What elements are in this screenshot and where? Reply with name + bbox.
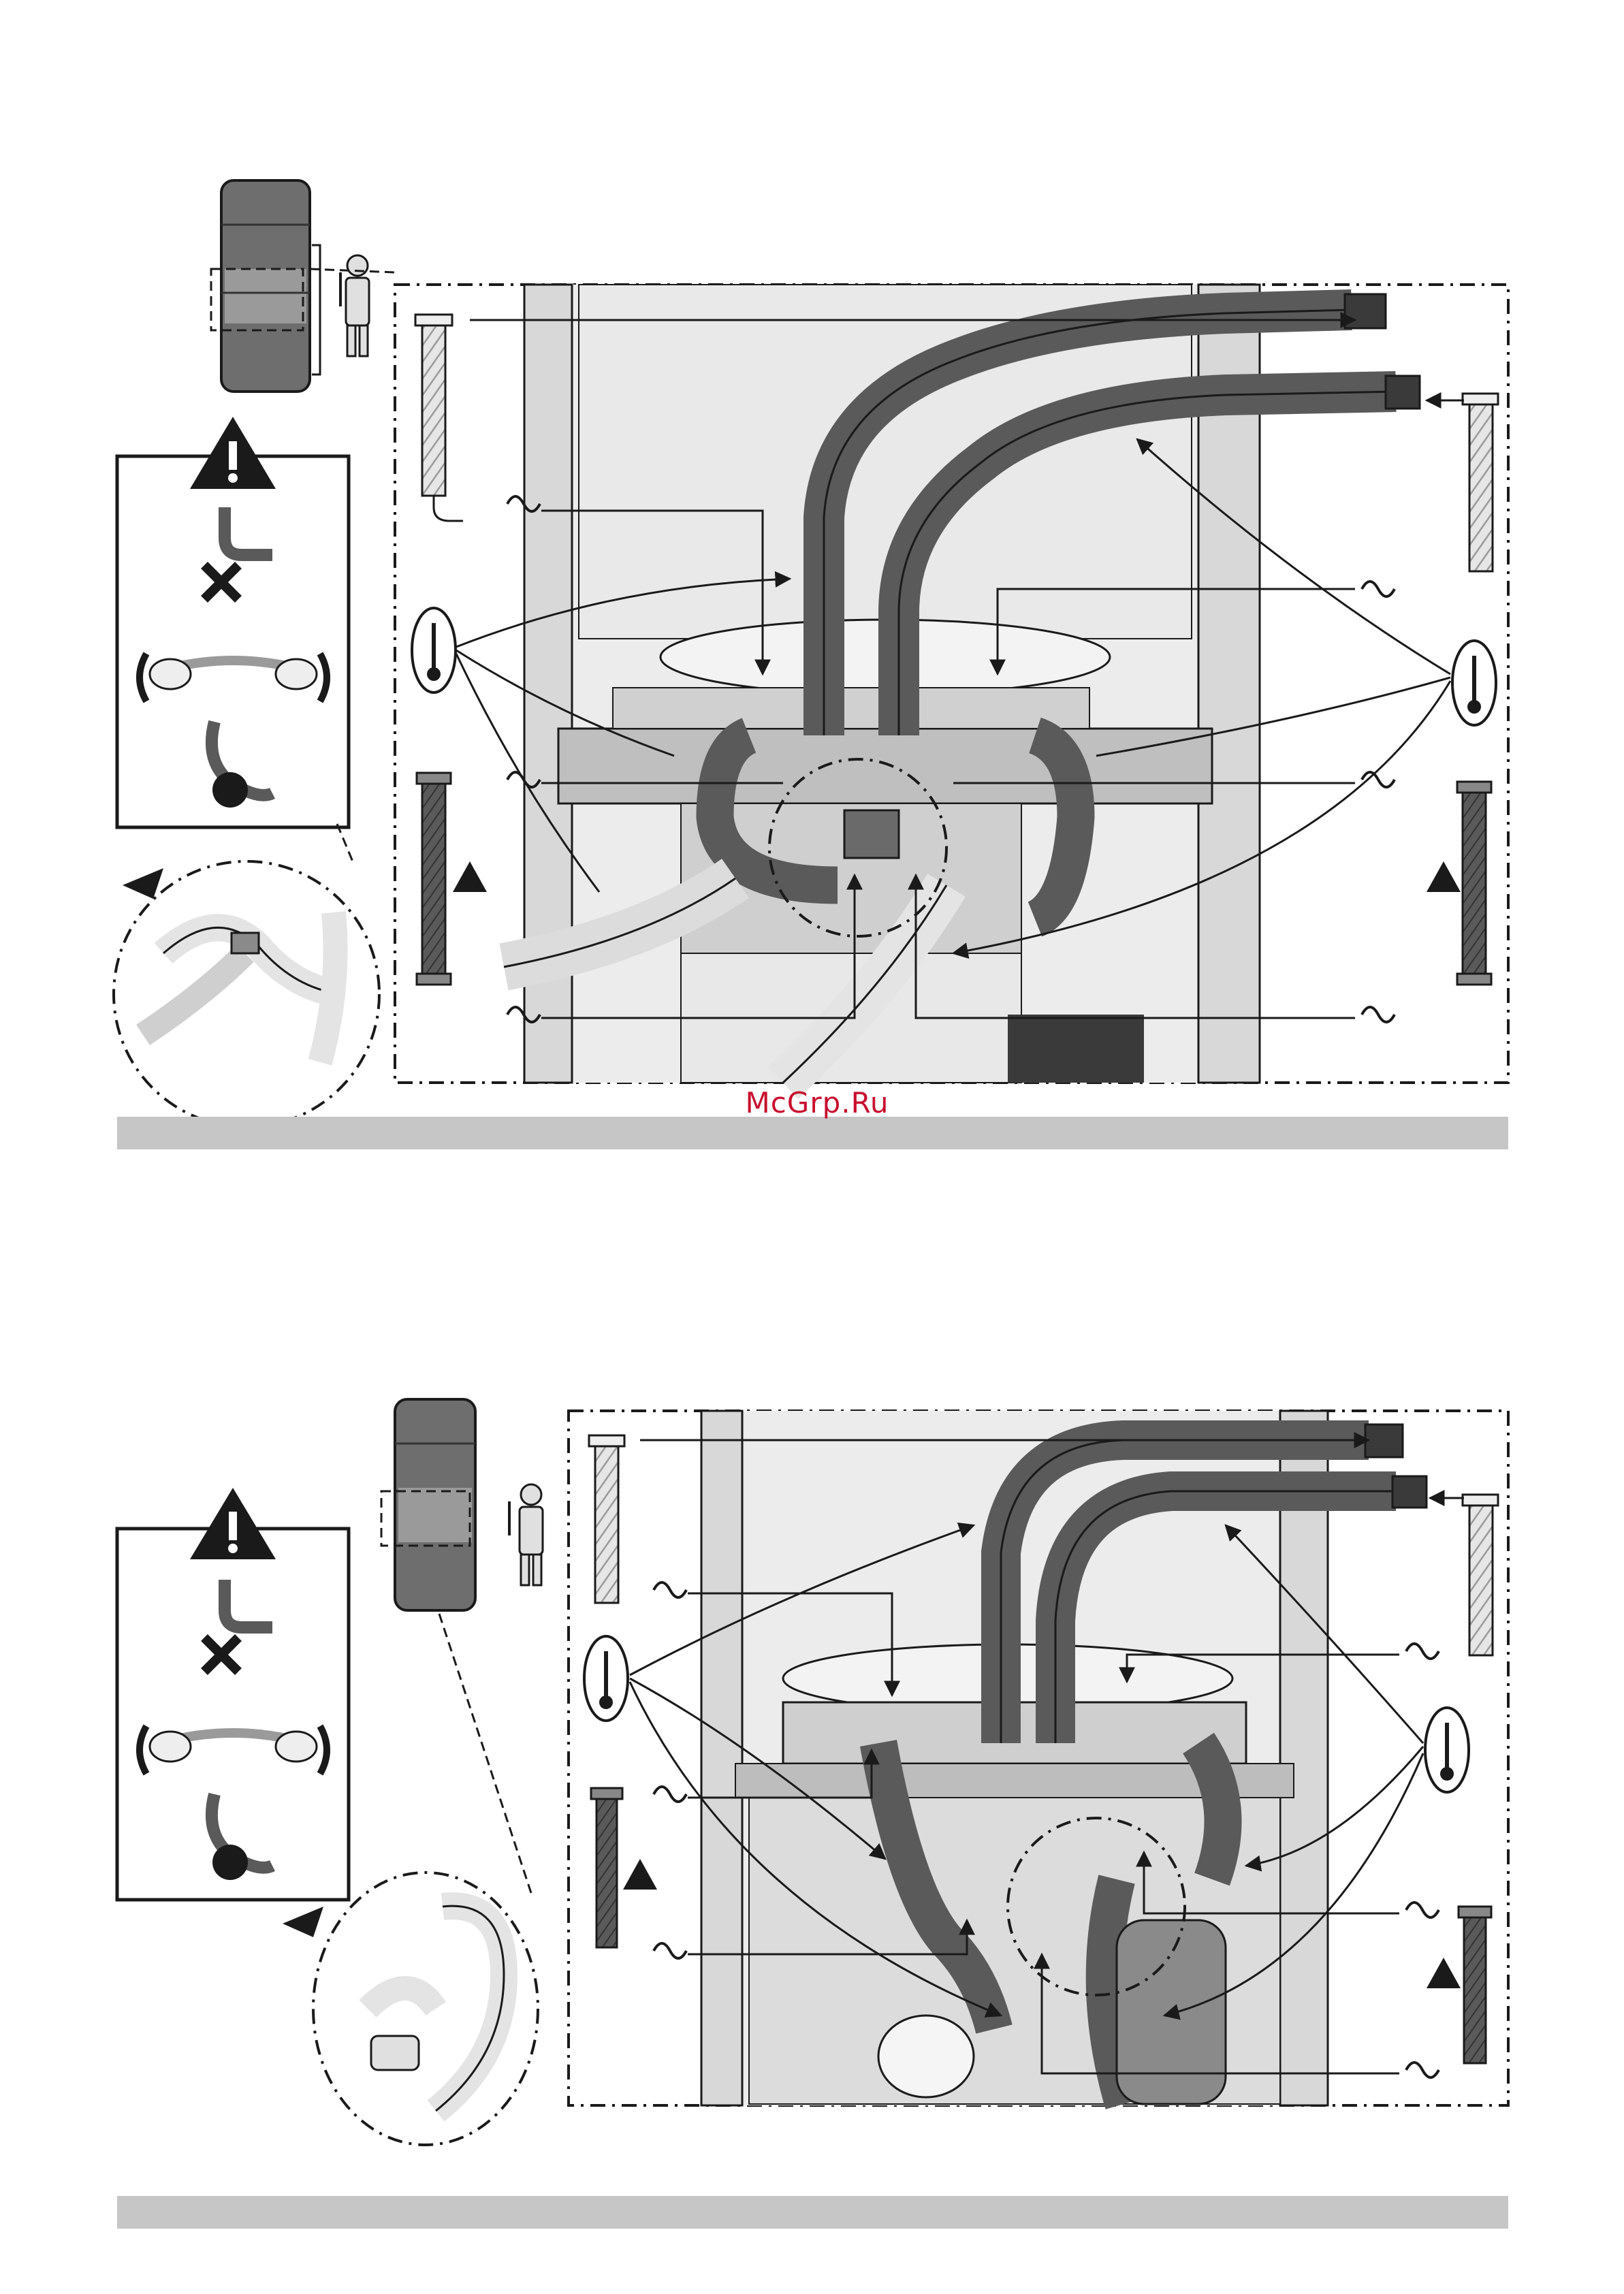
appliance-unit-icon (211, 180, 310, 392)
thermometer-icon (1452, 641, 1496, 725)
technician-icon (509, 1484, 543, 1585)
hose-front-left-lower (417, 773, 451, 985)
hose-front-right-lower (1457, 782, 1491, 985)
hose-front-left-upper (589, 1435, 624, 1603)
hose-handling-warning-box (117, 417, 349, 827)
hose-front-left-lower (591, 1788, 622, 1947)
hose-handling-warning-box (117, 1488, 349, 1900)
detail-zoom-circle (114, 861, 379, 1127)
separator-bar (117, 2196, 1508, 2229)
view-eye-icon (123, 868, 163, 899)
thermometer-icon (412, 608, 456, 692)
bottom-panel (117, 1399, 1508, 2145)
hose-front-right-lower (1459, 1907, 1491, 2063)
appliance-unit-icon (381, 1399, 475, 1610)
top-panel (114, 180, 1508, 1127)
thermometer-icon (1425, 1708, 1469, 1792)
detail-zoom-circle (283, 1873, 538, 2145)
watermark: McGrp.Ru (681, 1086, 953, 1119)
thermometer-icon (584, 1636, 628, 1721)
bottom-appliance-interior (701, 1411, 1427, 2105)
view-eye-icon (283, 1907, 323, 1937)
separator-bar (117, 1117, 1508, 1149)
